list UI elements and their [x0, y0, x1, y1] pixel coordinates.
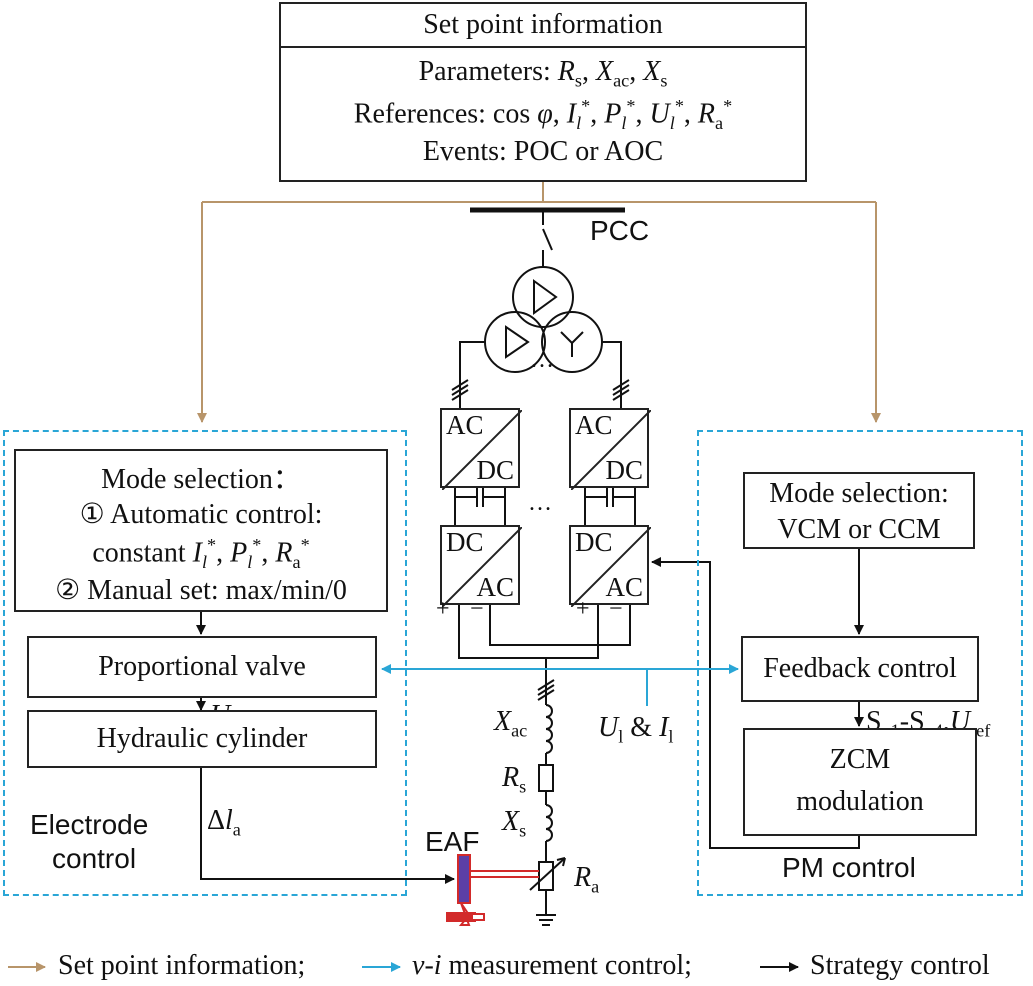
transformer-ellipsis: …	[530, 347, 554, 373]
rs-label: Rs	[502, 762, 527, 797]
converter-label-ac: AC	[575, 410, 613, 440]
setpoint-events: Events: POC or AOC	[422, 136, 664, 167]
converter-dcac-1: DC AC	[440, 525, 522, 607]
converter-label-dc: DC	[575, 527, 613, 557]
pm-control-label: PM control	[782, 852, 916, 883]
legend-setpoint: Set point information;	[58, 950, 306, 981]
legend-measurement: v-i measurement control;	[412, 950, 692, 981]
converter-outputs	[458, 605, 631, 701]
xs-label: Xs	[502, 806, 527, 841]
feedback-control-box: Feedback control	[741, 636, 979, 702]
zcm-subtitle: modulation	[796, 786, 924, 817]
converter-ellipsis: …	[528, 490, 552, 516]
setpoint-lines	[197, 182, 881, 423]
converter-acdc-2: AC DC	[569, 408, 651, 490]
converter-label-dc: DC	[446, 527, 484, 557]
terminal-minus-1: −	[470, 596, 484, 622]
delta-la-label: Δla	[207, 805, 241, 840]
zcm-title: ZCM	[829, 744, 891, 775]
setpoint-title-box: Set point information	[279, 2, 807, 48]
setpoint-references: References: cos φ, Il*, Pl*, Ul*, Ra*	[353, 96, 733, 133]
converter-label-dc: DC	[476, 455, 514, 485]
legend-strategy: Strategy control	[810, 950, 990, 981]
setpoint-detail-box: Parameters: Rs, Xac, Xs References: cos …	[279, 46, 807, 182]
setpoint-title: Set point information	[423, 9, 663, 40]
electrode-strategy-arrows	[196, 612, 455, 884]
terminal-minus-2: −	[609, 596, 623, 622]
pcc-bus	[470, 207, 625, 268]
converter-label-ac: AC	[476, 572, 514, 602]
electrode-mode-constant: constant Il*, Pl*, Ra*	[92, 535, 310, 572]
xac-label: Xac	[494, 706, 528, 741]
converter-label-ac: AC	[605, 572, 643, 602]
proportional-valve-box: Proportional valve	[27, 636, 377, 698]
converter-label-dc: DC	[605, 455, 643, 485]
zcm-modulation-box: ZCM modulation	[743, 728, 977, 836]
pm-strategy-arrows	[651, 549, 864, 849]
ra-label: Ra	[574, 862, 600, 897]
hydraulic-cylinder-box: Hydraulic cylinder	[27, 710, 377, 768]
measurement-label: Ul & Il	[598, 712, 674, 747]
electrode-control-region	[3, 430, 407, 896]
eaf-symbol	[446, 854, 539, 926]
converter-acdc-1: AC DC	[440, 408, 522, 490]
pcc-label: PCC	[590, 215, 650, 246]
electrode-mode-manual: ② Manual set: max/min/0	[55, 575, 347, 606]
pm-mode-options: VCM or CCM	[777, 514, 941, 545]
terminal-plus-2: +	[576, 596, 590, 622]
electrode-mode-title: Mode selection：	[101, 464, 301, 495]
terminal-plus-1: +	[436, 596, 450, 622]
impedance-chain	[529, 700, 566, 926]
pm-mode-title: Mode selection:	[769, 478, 949, 509]
eaf-label: EAF	[425, 826, 480, 857]
transformer-outputs	[451, 341, 630, 408]
converter-dcac-2: DC AC	[569, 525, 651, 607]
measurement-lines	[381, 664, 739, 706]
pm-mode-selection-box: Mode selection: VCM or CCM	[743, 472, 975, 549]
electrode-control-label: Electrode control	[30, 809, 149, 874]
electrode-mode-automatic: ① Automatic control:	[79, 499, 323, 530]
dc-link	[454, 487, 636, 525]
setpoint-parameters: Parameters: Rs, Xac, Xs	[418, 56, 668, 91]
electrode-mode-selection-box: Mode selection： ① Automatic control: con…	[14, 449, 388, 612]
converter-label-ac: AC	[446, 410, 484, 440]
pm-control-region	[697, 430, 1023, 896]
